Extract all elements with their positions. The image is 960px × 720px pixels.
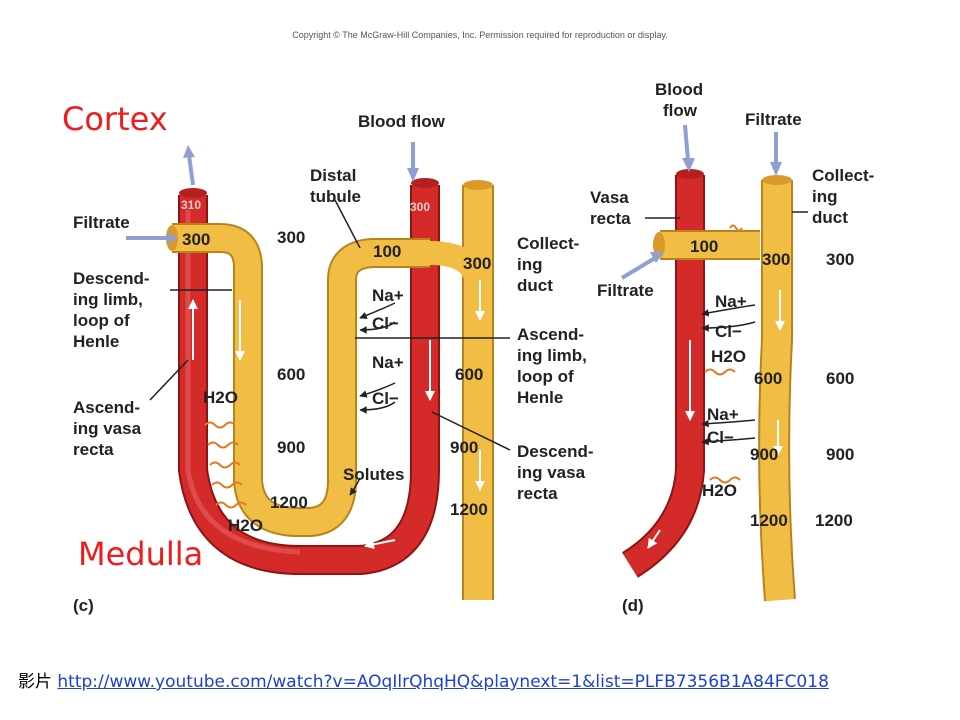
label-descending-vasa-recta-3: recta	[517, 484, 558, 503]
panel-d: Blood flow Filtrate Vasa recta Collect- …	[590, 80, 874, 615]
label-collecting-duct-c-2: ing	[517, 255, 543, 274]
label-ascending-vasa-recta-1: Ascend-	[73, 398, 140, 417]
label-descending-vasa-recta-1: Descend-	[517, 442, 594, 461]
label-descending-vasa-recta-2: ing vasa	[517, 463, 586, 482]
value-300-filtrate: 300	[182, 230, 210, 249]
ion-cl-d-2: Cl−	[707, 428, 734, 447]
label-descending-limb-1: Descend-	[73, 269, 150, 288]
value-1200-interstitial: 1200	[270, 493, 308, 512]
value-1200-duct: 1200	[450, 500, 488, 519]
label-descending-limb-3: loop of	[73, 311, 130, 330]
label-collecting-duct-d-1: Collect-	[812, 166, 874, 185]
label-descending-limb-4: Henle	[73, 332, 119, 351]
panel-c: Filtrate Descend- ing limb, loop of Henl…	[73, 112, 594, 615]
copyright-notice: Copyright © The McGraw-Hill Companies, I…	[292, 30, 668, 40]
value-100-distal: 100	[373, 242, 401, 261]
ion-cl-1: Cl−	[372, 314, 399, 333]
label-vasa-recta-d-2: recta	[590, 209, 631, 228]
ion-h2o-2: H2O	[228, 516, 263, 535]
label-filtrate-d-side: Filtrate	[597, 281, 654, 300]
label-ascending-limb-3: loop of	[517, 367, 574, 386]
label-descending-limb-2: ing limb,	[73, 290, 143, 309]
value-300-vasa: 300	[410, 200, 430, 214]
value-900-duct-d: 900	[750, 445, 778, 464]
value-300-duct-d: 300	[762, 250, 790, 269]
label-blood-flow-c: Blood flow	[358, 112, 446, 131]
footer: 影片 http://www.youtube.com/watch?v=AOqIlr…	[18, 667, 829, 692]
label-blood-flow-d-2: flow	[663, 101, 698, 120]
panel-c-tag: (c)	[73, 596, 94, 615]
label-collecting-duct-d-2: ing	[812, 187, 838, 206]
value-600-duct: 600	[455, 365, 483, 384]
ion-h2o-d-2: H2O	[702, 481, 737, 500]
value-600-d: 600	[826, 369, 854, 388]
panel-d-tag: (d)	[622, 596, 644, 615]
label-collecting-duct-c-1: Collect-	[517, 234, 579, 253]
label-ascending-limb-2: ing limb,	[517, 346, 587, 365]
label-vasa-recta-d-1: Vasa	[590, 188, 629, 207]
ion-na-d-1: Na+	[715, 292, 747, 311]
value-1200-duct-d: 1200	[750, 511, 788, 530]
value-300-d: 300	[826, 250, 854, 269]
ion-na-2: Na+	[372, 353, 404, 372]
region-cortex: Cortex	[62, 100, 168, 138]
value-900-d: 900	[826, 445, 854, 464]
label-ascending-limb-1: Ascend-	[517, 325, 584, 344]
value-310: 310	[181, 198, 201, 212]
ion-na-1: Na+	[372, 286, 404, 305]
value-1200-d: 1200	[815, 511, 853, 530]
label-distal-tubule-2: tubule	[310, 187, 361, 206]
label-ascending-vasa-recta-2: ing vasa	[73, 419, 142, 438]
ion-na-d-2: Na+	[707, 405, 739, 424]
label-filtrate-d-top: Filtrate	[745, 110, 802, 129]
value-100-d: 100	[690, 237, 718, 256]
footer-prefix: 影片	[18, 672, 52, 692]
ion-h2o-1: H2O	[203, 388, 238, 407]
label-blood-flow-d-1: Blood	[655, 80, 703, 99]
ion-cl-2: Cl−	[372, 389, 399, 408]
label-collecting-duct-d-3: duct	[812, 208, 848, 227]
video-link[interactable]: http://www.youtube.com/watch?v=AOqIlrQhq…	[57, 672, 829, 692]
region-medulla: Medulla	[78, 535, 204, 573]
label-ascending-vasa-recta-3: recta	[73, 440, 114, 459]
value-900-duct: 900	[450, 438, 478, 457]
label-distal-tubule-1: Distal	[310, 166, 356, 185]
label-filtrate-c: Filtrate	[73, 213, 130, 232]
value-900-interstitial: 900	[277, 438, 305, 457]
value-300-interstitial: 300	[277, 228, 305, 247]
label-solutes: Solutes	[343, 465, 404, 484]
value-300-duct: 300	[463, 254, 491, 273]
value-600-interstitial: 600	[277, 365, 305, 384]
ion-h2o-d-1: H2O	[711, 347, 746, 366]
ion-cl-d-1: Cl−	[715, 322, 742, 341]
label-ascending-limb-4: Henle	[517, 388, 563, 407]
label-collecting-duct-c-3: duct	[517, 276, 553, 295]
value-600-duct-d: 600	[754, 369, 782, 388]
